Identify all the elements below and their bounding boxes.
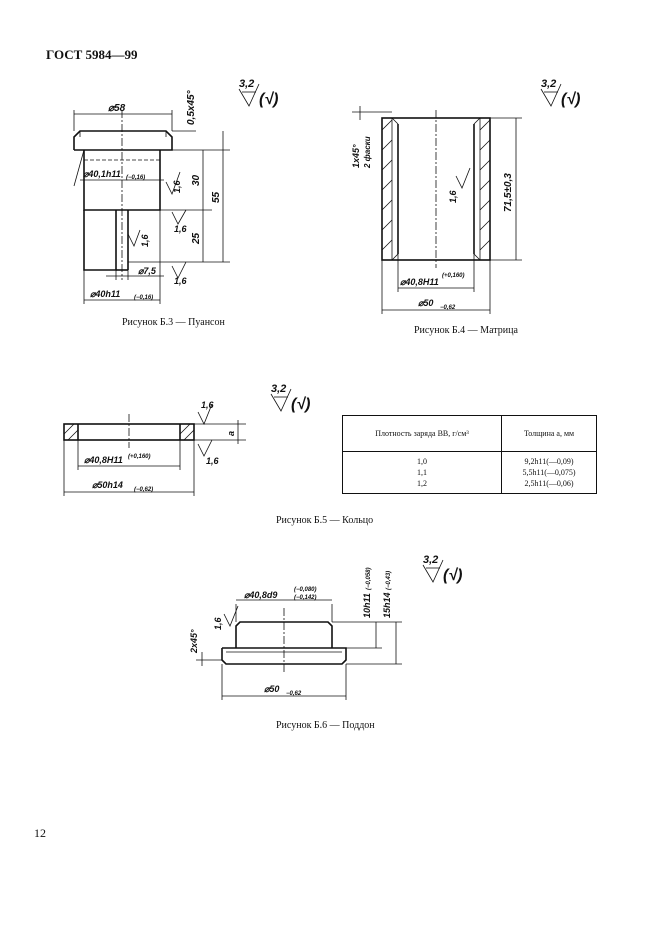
figure-b6-caption: Рисунок Б.6 — Поддон — [276, 720, 375, 731]
roughness-general-sign-b6: 3,2 (√) — [422, 554, 462, 584]
roughness-general-sign-b3: 3,2 (√) — [238, 78, 278, 108]
figure-b4-caption: Рисунок Б.4 — Матрица — [414, 325, 518, 336]
table-cell: 1,2 — [417, 479, 428, 488]
dim-h15: 15h14 — [382, 592, 392, 618]
svg-text:1,6: 1,6 — [174, 276, 188, 286]
dim-bore-b5: ⌀40,8H11 — [84, 455, 123, 465]
dim-d40-1-tol: (−0,16) — [126, 175, 145, 181]
roughness-mark-b4: 1,6 — [448, 167, 471, 203]
dim-l55: 55 — [211, 191, 222, 203]
svg-text:1,6: 1,6 — [140, 233, 150, 247]
dim-l30: 30 — [191, 174, 202, 186]
dim-outer-tol-b5: (−0,62) — [134, 487, 153, 493]
dim-chamfer-b4: 1x45° — [351, 144, 361, 168]
dim-chamfer-note: 2 фаски — [363, 136, 372, 169]
roughness-mark-b6: 1,6 — [213, 605, 239, 630]
svg-text:(√): (√) — [561, 91, 580, 108]
table-header-density: Плотность заряда ВВ, г/см³ — [341, 415, 503, 452]
table-cell: 9,2h11(—0,09) — [524, 457, 574, 466]
svg-text:1,6: 1,6 — [206, 456, 220, 466]
dim-bore-b4: ⌀40,8H11 — [400, 277, 439, 287]
dim-bore-tol-b5: (+0,160) — [128, 454, 151, 460]
dim-d58: ⌀58 — [108, 103, 126, 114]
figure-b3-caption: Рисунок Б.3 — Пуансон — [122, 317, 225, 328]
dim-length-b4: 71,5±0,3 — [503, 173, 514, 212]
table-col-density: 1,0 1,1 1,2 — [341, 451, 503, 494]
dim-d7-5: ⌀7,5 — [138, 266, 157, 276]
dim-outer-tol-b4: −0,62 — [440, 305, 456, 311]
table-cell: 5,5h11(—0,075) — [522, 468, 576, 477]
roughness-general-sign-b4: 3,2 (√) — [540, 78, 580, 108]
svg-text:1,6: 1,6 — [201, 400, 215, 410]
dim-boss-b6: ⌀40,8d9 — [244, 590, 277, 600]
dim-bore-tol-b4: (+0,160) — [442, 273, 465, 279]
dim-outer-b6: ⌀50 — [264, 684, 279, 694]
dim-d40-1: ⌀40,1h11 — [83, 169, 121, 179]
svg-text:(√): (√) — [443, 567, 462, 584]
table-header-thickness: Толщина а, мм — [501, 415, 597, 452]
page-number: 12 — [34, 826, 46, 840]
roughness-check: (√) — [259, 91, 278, 108]
roughness-mark-b3-3: 1,6 — [127, 229, 150, 247]
table-cell: 1,0 — [417, 457, 428, 466]
thickness-table: Плотность заряда ВВ, г/см³ Толщина а, мм… — [341, 415, 597, 494]
table-cell: 1,1 — [417, 468, 428, 477]
document-header: ГОСТ 5984—99 — [46, 47, 138, 62]
dim-h15-tol: (−0,43) — [386, 571, 392, 590]
dim-outer-b4: ⌀50 — [418, 298, 433, 308]
dim-thickness-a: a — [226, 431, 236, 436]
dim-outer-b5: ⌀50h14 — [92, 480, 123, 490]
dim-l25: 25 — [191, 232, 202, 245]
svg-text:1,6: 1,6 — [213, 616, 223, 630]
roughness-mark-b3-2: 1,6 — [171, 209, 188, 234]
dim-boss-tol-upper: (−0,080) — [294, 587, 317, 593]
svg-text:1,6: 1,6 — [448, 189, 458, 203]
dim-chamfer-b6: 2x45° — [189, 629, 199, 654]
dim-chamfer-b3: 0,5x45° — [186, 89, 197, 125]
roughness-mark-b3-1: 1,6 — [165, 171, 182, 196]
svg-text:3,2: 3,2 — [423, 554, 438, 566]
roughness-general-sign-b5: 3,2 (√) — [270, 383, 310, 413]
table-col-thickness: 9,2h11(—0,09) 5,5h11(—0,075) 2,5h11(—0,0… — [501, 451, 597, 494]
table-cell: 2,5h11(—0,06) — [524, 479, 574, 488]
roughness-value: 3,2 — [239, 78, 254, 90]
svg-text:1,6: 1,6 — [174, 224, 188, 234]
svg-text:3,2: 3,2 — [541, 78, 556, 90]
roughness-mark-b5-2: 1,6 — [197, 439, 220, 466]
svg-text:(√): (√) — [291, 396, 310, 413]
dim-d40-tol: (−0,16) — [134, 295, 153, 301]
svg-text:3,2: 3,2 — [271, 383, 286, 395]
dim-h10-tol: (−0,058) — [366, 567, 372, 590]
dim-boss-tol-lower: (−0,142) — [294, 595, 317, 601]
roughness-mark-b3-4: 1,6 — [171, 261, 188, 286]
dim-d40: ⌀40h11 — [90, 289, 120, 299]
svg-text:1,6: 1,6 — [172, 179, 182, 193]
dim-outer-tol-b6: −0,62 — [286, 691, 302, 697]
figure-b5-caption: Рисунок Б.5 — Кольцо — [276, 515, 374, 526]
dim-h10: 10h11 — [362, 593, 372, 618]
roughness-mark-b5-1: 1,6 — [197, 400, 215, 425]
